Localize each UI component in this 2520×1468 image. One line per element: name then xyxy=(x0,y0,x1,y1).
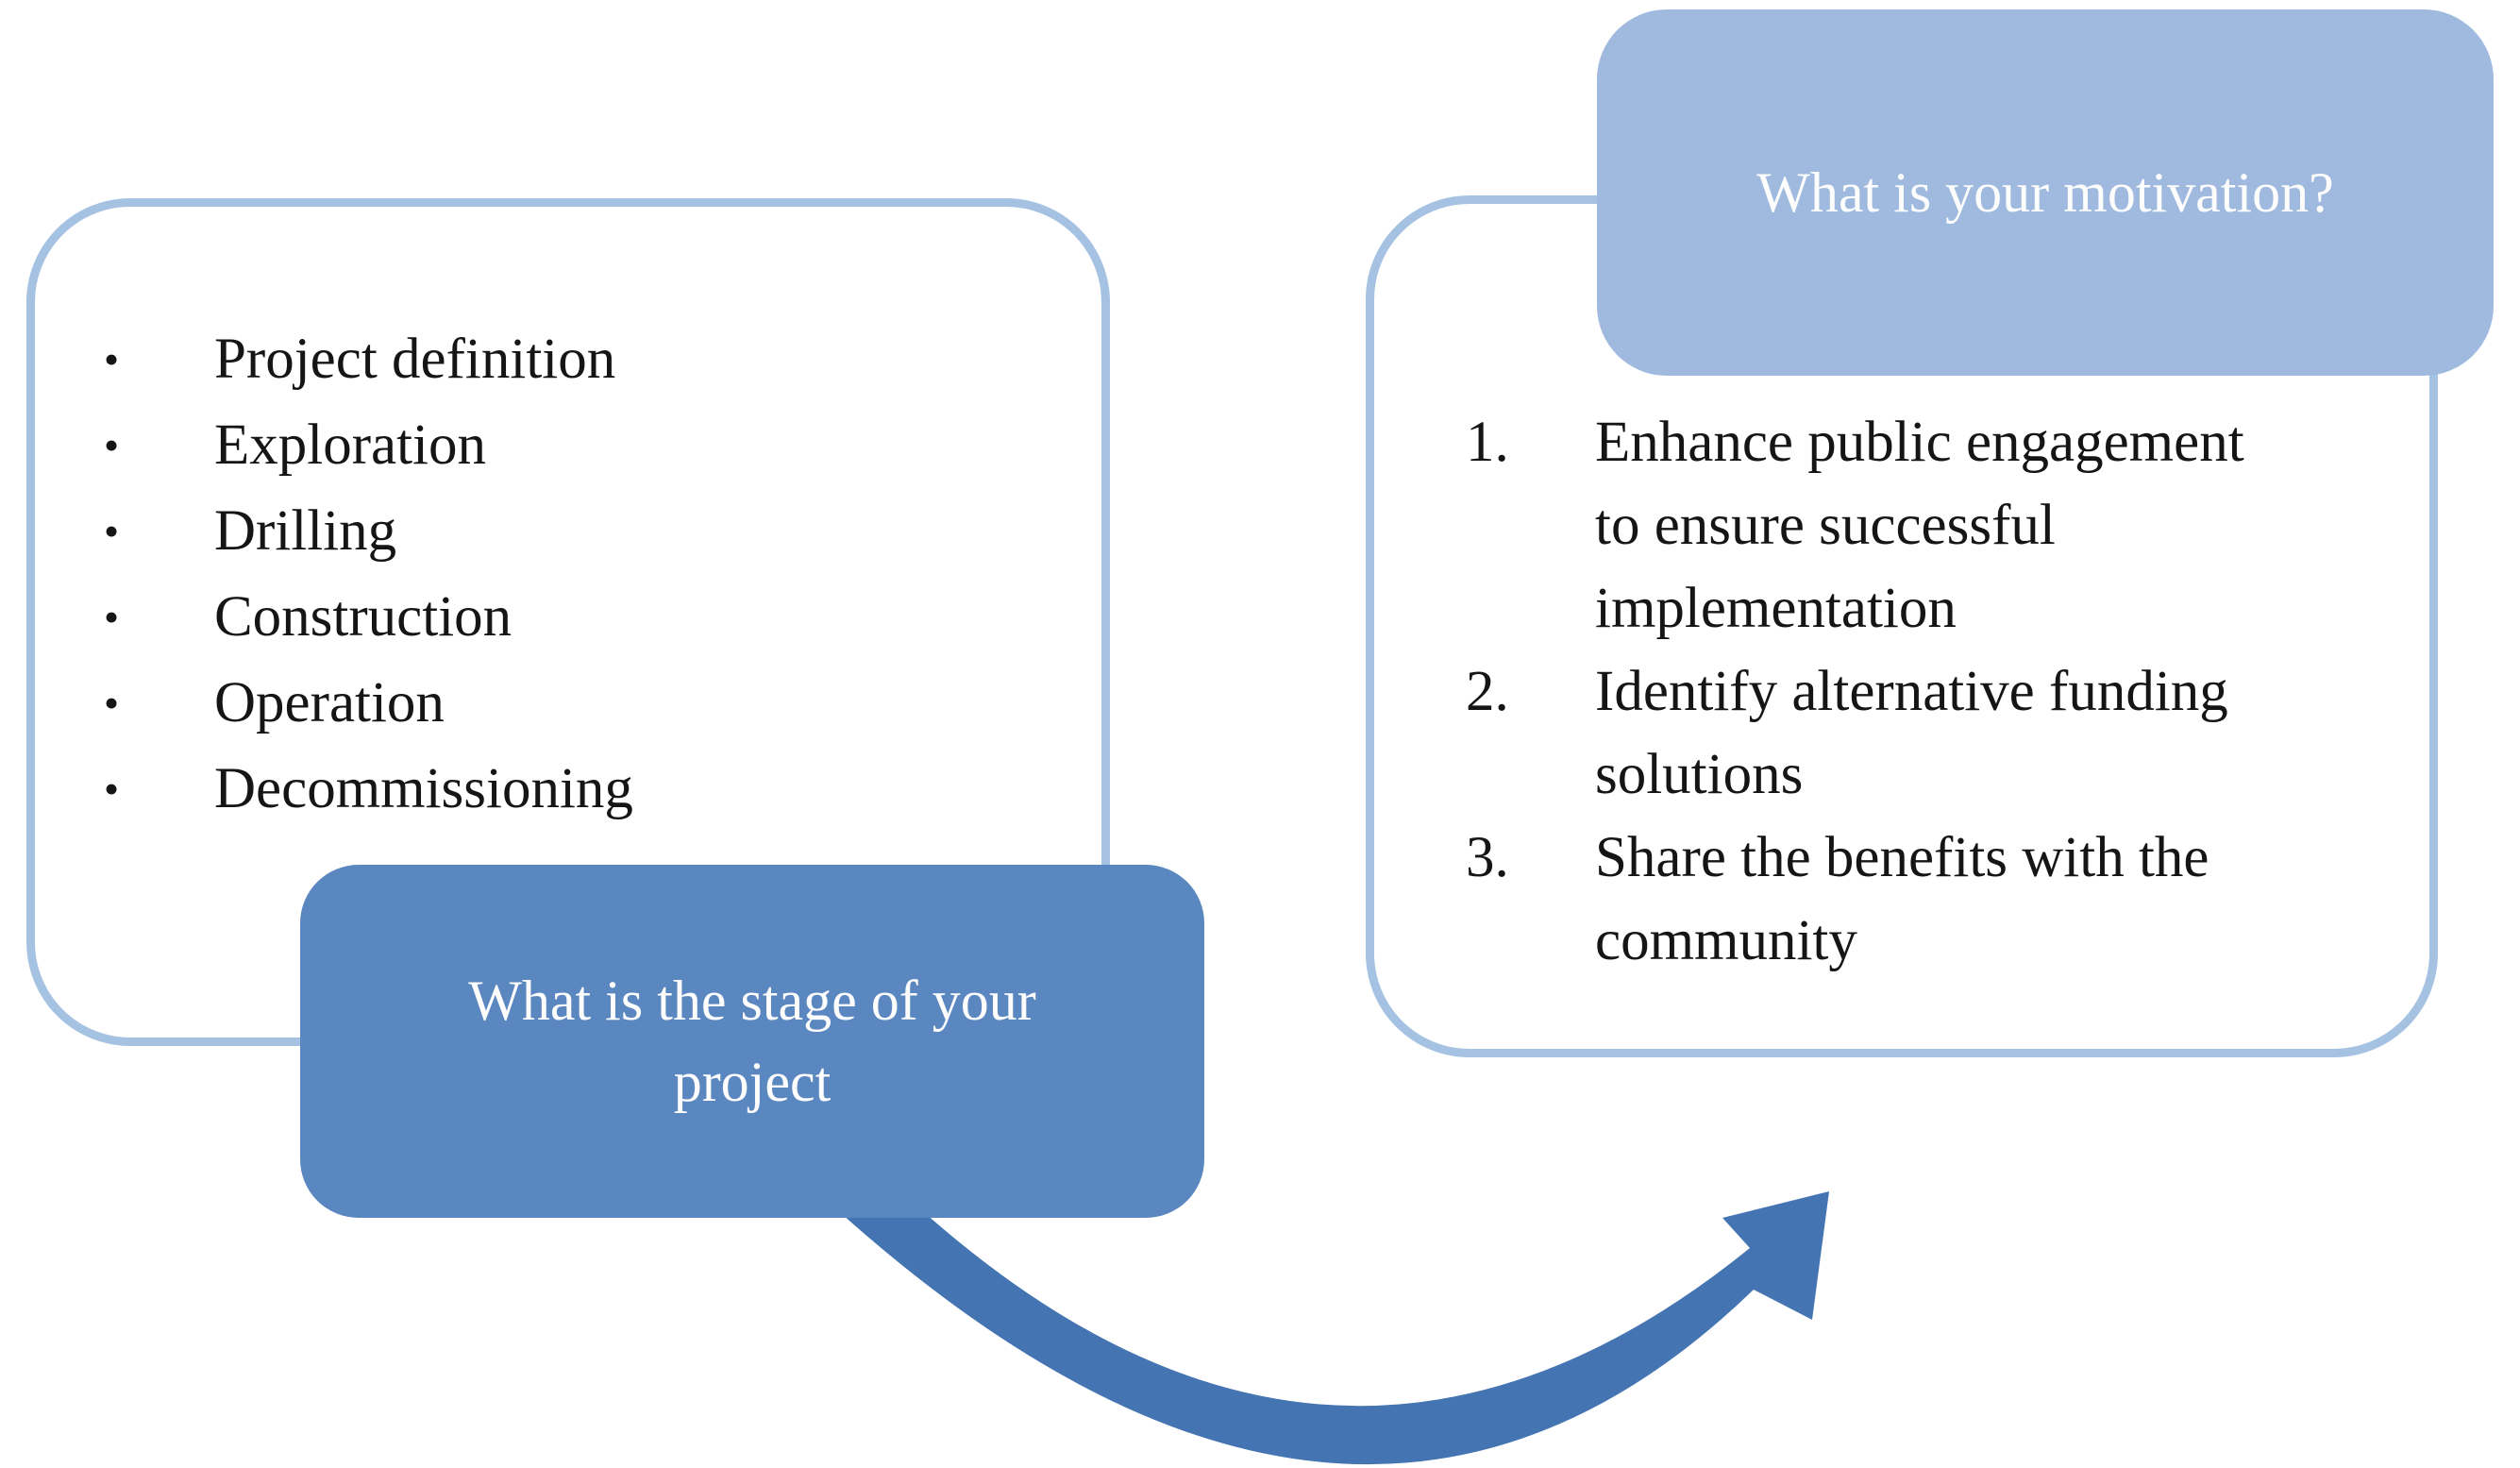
list-item: • Construction xyxy=(83,574,633,660)
list-item: • Operation xyxy=(83,660,633,746)
motivation-item-line: community xyxy=(1595,909,1857,972)
motivation-question-callout: What is your motivation? xyxy=(1597,9,2494,376)
motivation-item-line: solutions xyxy=(1595,743,1804,806)
list-item: • Project definition xyxy=(83,316,633,402)
bullet-icon: • xyxy=(103,421,120,469)
list-item: • Exploration xyxy=(83,402,633,488)
motivation-item-label: Enhance public engagement to ensure succ… xyxy=(1595,401,2244,650)
motivation-item-line: implementation xyxy=(1595,577,1957,640)
motivation-item-line: to ensure successful xyxy=(1595,494,2056,557)
bullet-icon: • xyxy=(103,593,120,641)
stage-question-line: What is the stage of your xyxy=(468,970,1036,1032)
stage-question-callout: What is the stage of your project xyxy=(300,865,1204,1218)
stage-item-label: Decommissioning xyxy=(214,756,633,820)
stage-item-label: Drilling xyxy=(214,498,397,563)
list-item: 2. Identify alternative funding solution… xyxy=(1466,650,2244,817)
motivation-question-label: What is your motivation? xyxy=(1756,161,2334,224)
motivations-list: 1. Enhance public engagement to ensure s… xyxy=(1466,401,2244,983)
stage-item-label: Project definition xyxy=(214,327,616,391)
stage-question-line: project xyxy=(673,1051,832,1113)
list-item-number: 2. xyxy=(1466,660,1509,723)
list-item: 1. Enhance public engagement to ensure s… xyxy=(1466,401,2244,650)
bullet-icon: • xyxy=(103,335,120,383)
bullet-icon: • xyxy=(103,507,120,555)
motivation-item-label: Share the benefits with the community xyxy=(1595,817,2209,983)
motivation-item-label: Identify alternative funding solutions xyxy=(1595,650,2228,817)
stage-item-label: Operation xyxy=(214,670,445,734)
list-item-number: 3. xyxy=(1466,826,1509,889)
stage-item-label: Construction xyxy=(214,584,512,649)
bullet-icon: • xyxy=(103,765,120,813)
list-item: 3. Share the benefits with the community xyxy=(1466,817,2244,983)
list-item: • Drilling xyxy=(83,488,633,574)
project-stages-list: • Project definition • Exploration • Dri… xyxy=(83,316,633,832)
list-item-number: 1. xyxy=(1466,411,1509,474)
motivation-item-line: Identify alternative funding xyxy=(1595,660,2228,723)
motivation-item-line: Enhance public engagement xyxy=(1595,411,2244,474)
bullet-icon: • xyxy=(103,679,120,727)
stage-item-label: Exploration xyxy=(214,413,486,477)
list-item: • Decommissioning xyxy=(83,746,633,832)
motivation-item-line: Share the benefits with the xyxy=(1595,826,2209,889)
curved-arrow-path xyxy=(823,1178,1829,1465)
